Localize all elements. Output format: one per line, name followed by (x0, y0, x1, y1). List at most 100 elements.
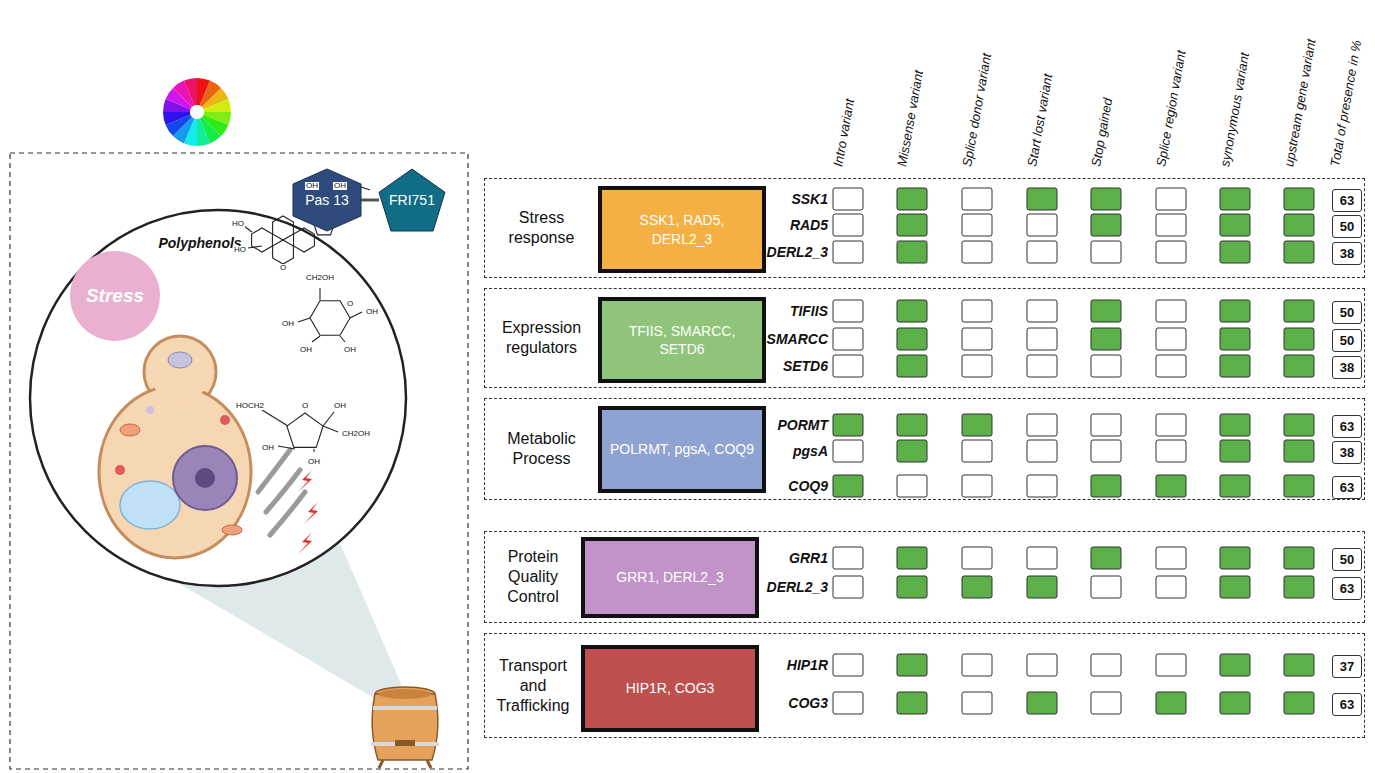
molecule-ring (287, 413, 323, 447)
percent-value: 38 (1340, 360, 1354, 375)
variant-cell (897, 241, 927, 263)
category-label: Protein Quality Control (493, 547, 573, 607)
variant-cell (897, 188, 927, 210)
percent-box: 38 (1332, 441, 1362, 464)
percent-value: 38 (1340, 445, 1354, 460)
variant-cell (833, 300, 863, 322)
variant-cell (1220, 214, 1250, 236)
percent-value: 63 (1340, 419, 1354, 434)
category-group: TFIIS, SMARCC, SETD6505038Expression reg… (484, 288, 1365, 388)
variant-cell (962, 355, 992, 377)
molecule-structures (244, 186, 370, 452)
molecule-ring (273, 216, 294, 240)
variant-cell (1220, 692, 1250, 714)
molecule-bond (340, 336, 345, 342)
variant-cell (833, 547, 863, 569)
category-label: Metabolic Process (493, 429, 590, 469)
atom-label: CH2OH (341, 430, 371, 438)
gene-name: GRR1 (789, 550, 828, 566)
gene-list: SSK1, RAD5, DERL2_3 (610, 211, 754, 247)
strain-label: FRI751 (389, 192, 435, 208)
molecule-ring (252, 228, 273, 252)
atom-label: OH (261, 444, 275, 452)
molecule-bond (248, 246, 262, 248)
variant-cell (897, 576, 927, 598)
variant-cell (833, 414, 863, 436)
column-header: upstream gene variant (1282, 38, 1319, 168)
variant-cell (962, 475, 992, 497)
variant-cell (897, 414, 927, 436)
gene-name: HIP1R (787, 657, 828, 673)
variant-cell (1091, 654, 1121, 676)
variant-cell (1027, 300, 1057, 322)
variant-cell (897, 654, 927, 676)
variant-cell (1027, 355, 1057, 377)
variant-cell (1220, 654, 1250, 676)
percent-box: 38 (1332, 242, 1362, 265)
shape-fill (379, 169, 445, 231)
atom-label: O (301, 402, 309, 410)
column-header: synonymous variant (1218, 52, 1253, 168)
variant-cell (833, 692, 863, 714)
variant-cell (1156, 654, 1186, 676)
variant-cell (1156, 475, 1186, 497)
molecule-bond (312, 336, 320, 342)
gene-name: TIFIIS (790, 303, 828, 319)
variant-cell (1091, 328, 1121, 350)
gene-name: DERL2_3 (767, 579, 828, 595)
variant-cell (1284, 654, 1314, 676)
percent-box: 63 (1332, 577, 1362, 600)
atom-label: OH (305, 182, 319, 190)
variant-cell (1284, 355, 1314, 377)
variant-cell (1284, 214, 1314, 236)
variant-cell (962, 692, 992, 714)
column-header: Splice donor variant (960, 52, 995, 168)
gene-list: HIP1R, COG3 (626, 679, 715, 697)
molecule-bond (350, 312, 362, 318)
gene-list: POLRMT, pgsA, COQ9 (610, 440, 754, 458)
variant-cell (897, 692, 927, 714)
variant-cell (897, 300, 927, 322)
variant-cell (1220, 440, 1250, 462)
variant-cell (1284, 328, 1314, 350)
variant-cell (962, 414, 992, 436)
barrel (371, 687, 439, 768)
molecule-bond (262, 410, 288, 426)
atom-label: O (346, 300, 354, 308)
variant-cell (1284, 547, 1314, 569)
category-group: HIP1R, COG33763Transport and Trafficking (484, 633, 1365, 738)
variant-cell (1091, 300, 1121, 322)
atom-label: OH (365, 308, 379, 316)
variant-cell (897, 214, 927, 236)
wheel-segment (197, 118, 210, 146)
yeast-cell (99, 336, 251, 558)
gene-list-box: GRR1, DERL2_3 (581, 537, 759, 618)
variant-cell (1220, 241, 1250, 263)
variant-cell (962, 654, 992, 676)
variant-cell (1027, 440, 1057, 462)
percent-box: 37 (1332, 655, 1362, 678)
percent-box: 63 (1332, 189, 1362, 212)
gene-name: COG3 (788, 695, 828, 711)
variant-cell (1284, 241, 1314, 263)
variant-cell (1220, 300, 1250, 322)
category-label: Stress response (493, 208, 590, 248)
percent-value: 63 (1340, 480, 1354, 495)
variant-cell (1156, 692, 1186, 714)
molecule-ring (310, 301, 350, 336)
category-label: Transport and Trafficking (493, 656, 573, 716)
color-wheel (163, 78, 231, 146)
percent-value: 50 (1340, 305, 1354, 320)
variant-cell (1220, 475, 1250, 497)
variant-cell (897, 475, 927, 497)
variant-cell (962, 188, 992, 210)
strain-label: Pas 13 (305, 192, 349, 208)
strain-link (361, 199, 379, 202)
variant-cell (1027, 241, 1057, 263)
atom-label: HOCH2 (235, 402, 265, 410)
gene-list-box: SSK1, RAD5, DERL2_3 (598, 186, 766, 273)
percent-value: 50 (1340, 333, 1354, 348)
gene-list: GRR1, DERL2_3 (616, 568, 723, 586)
variant-cell (1027, 475, 1057, 497)
